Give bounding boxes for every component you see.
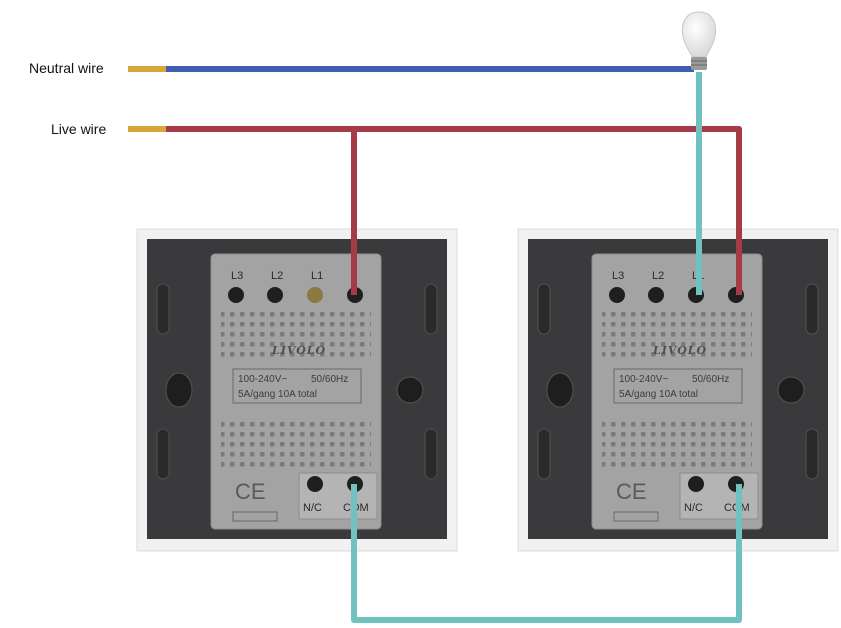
switch-left: L3 L2 L1 LIVOLO 100-240V~ 50/60Hz 5A/gan… <box>136 228 458 552</box>
spec-frequency: 50/60Hz <box>692 374 729 385</box>
spec-box <box>232 368 362 404</box>
screw-terminal-icon <box>307 476 323 492</box>
spec-load: 5A/gang 10A total <box>619 389 698 400</box>
spec-voltage: 100-240V~ <box>238 374 287 385</box>
terminal-label-l1: L1 <box>311 270 323 282</box>
plate-slot <box>156 283 170 335</box>
screw-terminal-icon <box>648 287 664 303</box>
spec-box <box>613 368 743 404</box>
terminal-label-l3: L3 <box>231 270 243 282</box>
mounting-hole <box>777 376 805 404</box>
terminal-label-l2: L2 <box>271 270 283 282</box>
screw-terminal-icon <box>688 476 704 492</box>
vent-grid <box>221 311 371 361</box>
terminal-label-l2: L2 <box>652 270 664 282</box>
ce-mark: CE <box>616 479 647 504</box>
rating-strip <box>232 511 278 522</box>
screw-terminal-icon <box>307 287 323 303</box>
spec-frequency: 50/60Hz <box>311 374 348 385</box>
screw-terminal-icon <box>228 287 244 303</box>
brand-logo: LIVOLO <box>652 344 707 357</box>
spec-load: 5A/gang 10A total <box>238 389 317 400</box>
spec-voltage: 100-240V~ <box>619 374 668 385</box>
rating-strip <box>613 511 659 522</box>
terminal-label-nc: N/C <box>684 502 703 514</box>
plate-slot <box>424 428 438 480</box>
plate-slot <box>156 428 170 480</box>
neutral-wire-label: Neutral wire <box>29 60 104 76</box>
screw-terminal-icon <box>267 287 283 303</box>
plate-slot <box>537 283 551 335</box>
brand-logo: LIVOLO <box>271 344 326 357</box>
vent-grid <box>221 421 371 471</box>
screw-terminal-icon <box>609 287 625 303</box>
light-bulb-icon <box>681 11 717 70</box>
terminal-label-nc: N/C <box>303 502 322 514</box>
vent-grid <box>602 421 752 471</box>
plate-slot <box>805 283 819 335</box>
switch-right: L3 L2 L1 LIVOLO 100-240V~ 50/60Hz 5A/gan… <box>517 228 839 552</box>
live-wire-label: Live wire <box>51 121 106 137</box>
plate-slot <box>805 428 819 480</box>
mounting-hole <box>546 372 574 408</box>
vent-grid <box>602 311 752 361</box>
neutral-wire-tip <box>128 66 166 72</box>
mounting-hole <box>396 376 424 404</box>
live-wire-tip <box>128 126 166 132</box>
plate-slot <box>424 283 438 335</box>
mounting-hole <box>165 372 193 408</box>
traveler-wire <box>351 484 742 623</box>
plate-slot <box>537 428 551 480</box>
ce-mark: CE <box>235 479 266 504</box>
terminal-label-l3: L3 <box>612 270 624 282</box>
